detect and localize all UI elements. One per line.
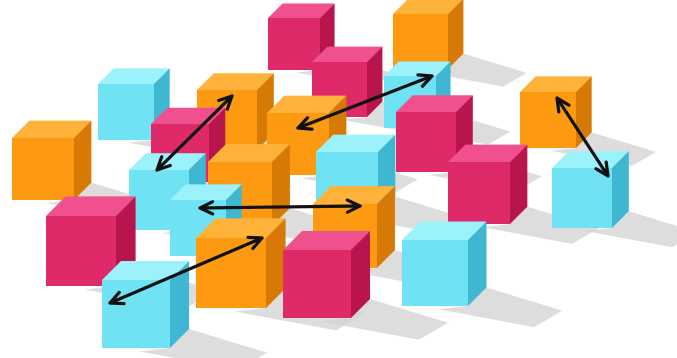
cube-side-face [468,221,487,306]
arrow-group [108,73,610,306]
arrowhead [296,116,314,131]
cube-shadow [585,211,677,248]
cube-top-face [520,76,592,92]
cube-shadow [550,132,657,166]
cube-side-face [74,120,92,200]
double-headed-arrow [555,96,610,178]
cube-shadow [482,206,599,244]
arrowhead [108,290,126,306]
cube-front-face [402,240,468,306]
cube-side-face [170,260,190,348]
cube-top-face [283,230,371,250]
cube-front-face [46,216,116,286]
cube-magenta [268,3,335,70]
cube-top-face [197,73,274,90]
cube-top-face [393,0,462,14]
cube-top-face [316,134,396,152]
cube-top-face [170,184,242,200]
cube-top-face [46,196,136,216]
cube-top-face [98,68,170,84]
arrowhead [155,155,172,172]
cube-side-face [351,230,371,318]
cube-front-face [12,138,74,200]
cube-orange [12,120,92,200]
cube-front-face [268,18,320,70]
cube-top-face [12,120,92,138]
cube-front-face [196,238,266,308]
cube-cyan [402,221,487,306]
cube-side-face [266,218,286,308]
cube-shadow [320,298,449,340]
arrowhead [416,73,434,88]
double-headed-arrow [198,198,362,216]
cube-shadow [139,328,268,358]
cube-shadow [438,287,563,328]
arrowhead [594,160,610,178]
cube-front-face [396,112,456,172]
cube-top-face [402,221,487,240]
cube-orange [520,76,592,148]
cube-top-face [267,95,347,113]
cube-top-face [448,144,528,162]
double-headed-arrow [155,94,234,172]
cube-top-face [552,151,629,168]
cube-side-face [510,144,528,224]
arrow-shaft [296,74,434,130]
cube-top-face [384,61,451,76]
arrow-shaft [198,204,362,210]
cube-top-face [208,144,290,162]
cube-magenta [448,144,528,224]
cube-orange [196,218,286,308]
cube-orange [393,0,464,69]
arrowhead [246,235,264,251]
cube-top-face [268,3,335,18]
cube-front-face [552,168,612,228]
cube-front-face [520,92,576,148]
arrowhead [345,198,362,214]
cube-magenta [46,196,136,286]
cube-shadow [423,53,527,87]
cube-cyan [552,151,629,228]
cube-cyan [102,260,190,348]
cube-top-face [312,46,383,62]
cube-top-face [102,260,190,280]
arrowhead [555,96,571,114]
cube-side-face [377,186,395,268]
arrowhead [198,200,215,216]
arrow-shaft [108,236,264,305]
cube-front-face [393,14,448,69]
double-headed-arrow [296,73,434,131]
cube-side-face [612,151,629,228]
cube-group [12,0,629,348]
cube-top-face [313,186,395,204]
double-headed-arrow [108,235,264,306]
cube-front-face [448,162,510,224]
cube-side-face [576,76,592,148]
cube-top-face [196,218,286,238]
cube-magenta [283,230,371,318]
cube-front-face [283,250,351,318]
arrow-shaft [555,96,610,178]
cube-front-face [98,84,154,140]
cube-top-face [396,95,473,112]
cube-side-face [448,0,464,69]
arrowhead [217,94,234,111]
arrow-shaft [155,94,234,172]
